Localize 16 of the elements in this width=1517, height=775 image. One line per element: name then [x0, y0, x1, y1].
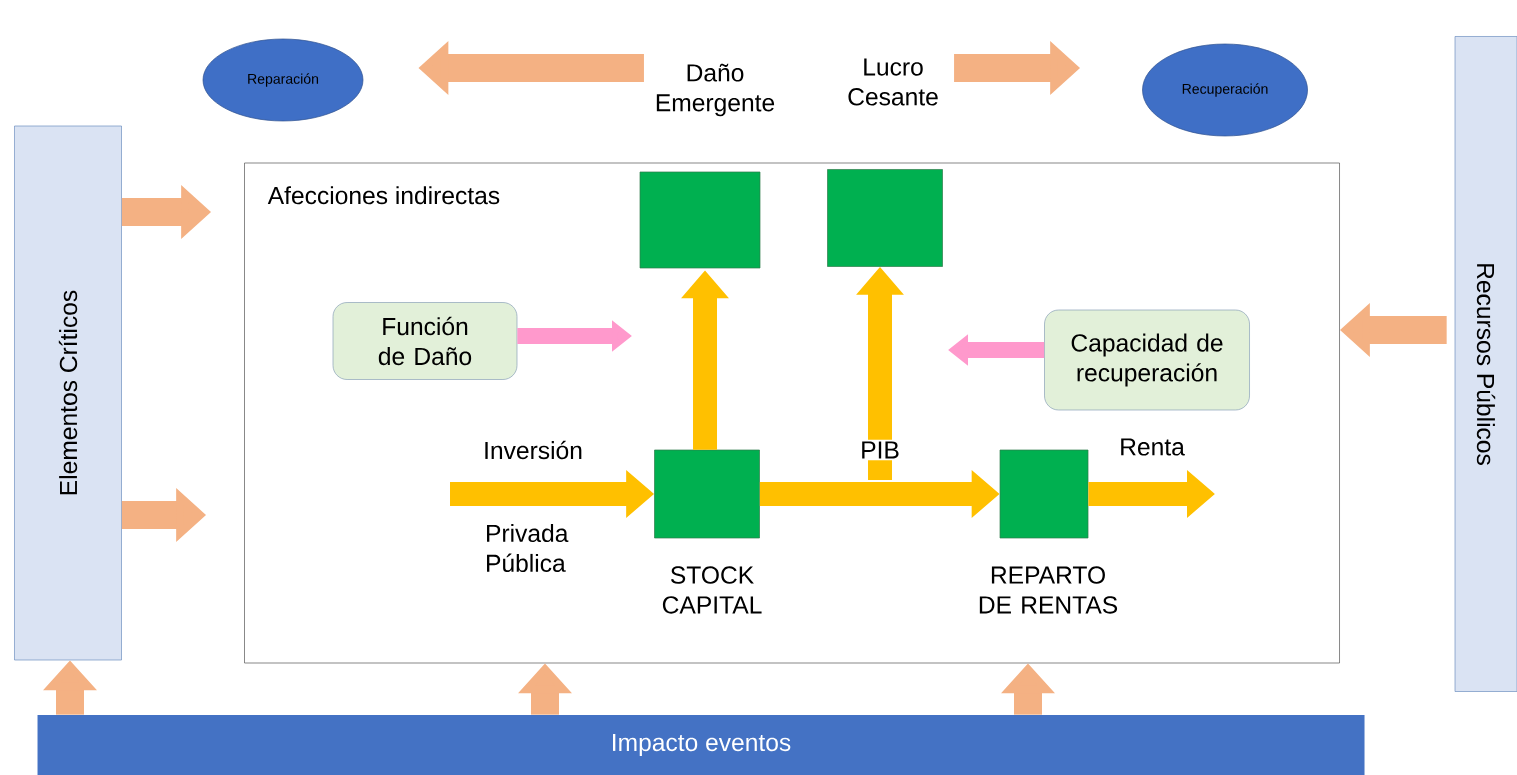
arrow-caption: Lucro Cesante [848, 58, 938, 106]
arrow-caption: Daño Emergente [656, 63, 775, 117]
box-caption: STOCK CAPITAL [662, 566, 762, 614]
square-box [827, 169, 943, 267]
side-panel: Recursos Públicos [1454, 36, 1517, 692]
box-caption: REPARTO DE RENTAS [979, 566, 1118, 614]
edge-label: Renta [1117, 436, 1187, 458]
panel-heading: Afecciones indirectas [267, 186, 500, 205]
rounded-box: Capacidad de recuperación [1044, 309, 1250, 411]
side-panel: Elementos Críticos [14, 125, 122, 661]
square-box [639, 171, 761, 269]
edge-label: PIB [858, 439, 902, 461]
rounded-box: Función de Daño [332, 302, 518, 380]
edge-label: Inversión [481, 439, 585, 461]
event-bar: Impacto eventos [37, 715, 1365, 775]
flow-note: Privada Pública [487, 524, 569, 572]
